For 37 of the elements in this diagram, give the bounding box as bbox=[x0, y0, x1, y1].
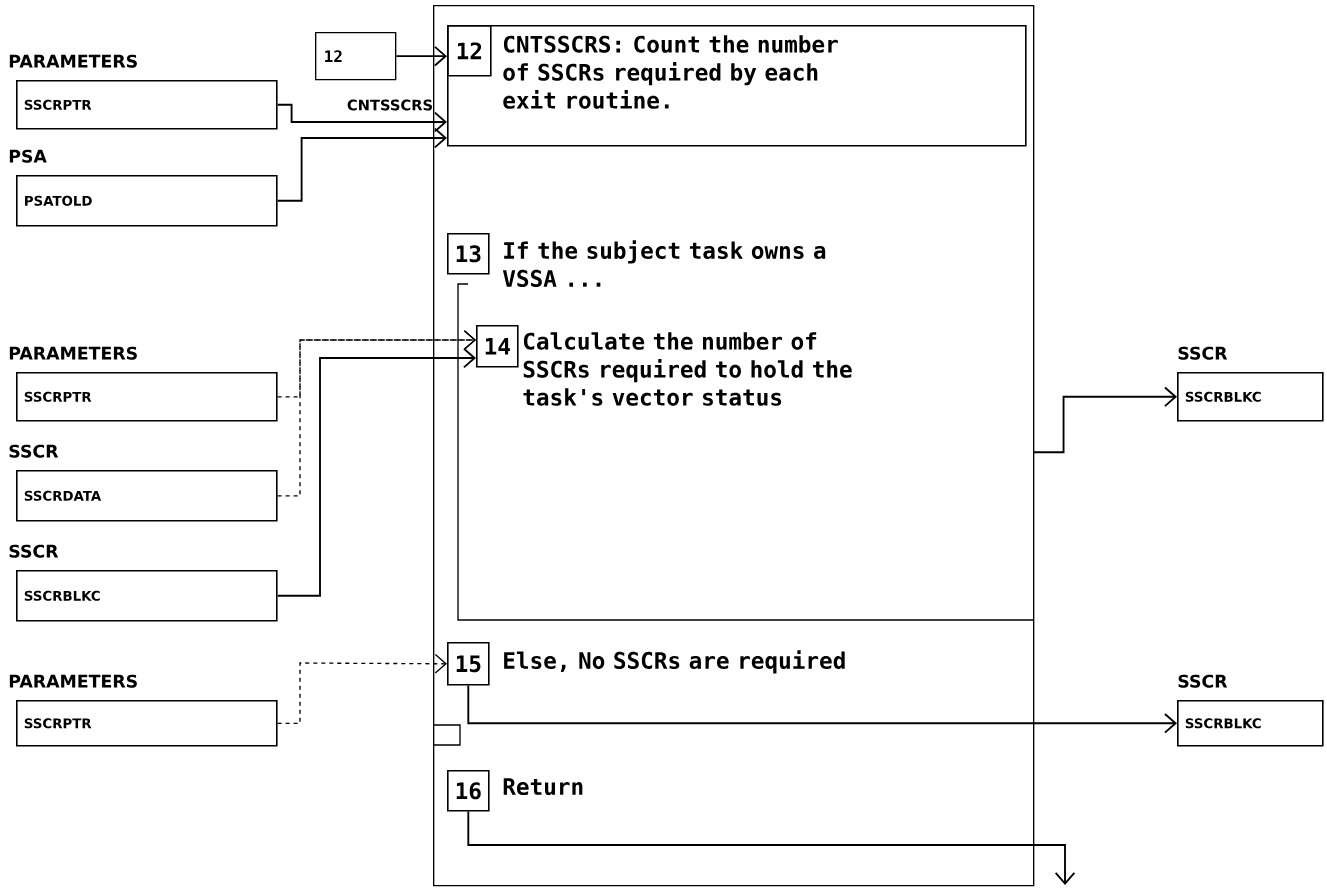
data-box: SSCRDATA bbox=[16, 470, 278, 522]
arrow bbox=[467, 810, 1076, 885]
data-box: SSCRBLKC bbox=[16, 570, 278, 622]
heading: SSCR bbox=[1178, 674, 1228, 688]
data-box: SSCRPTR bbox=[16, 700, 278, 747]
heading: SSCR bbox=[9, 444, 59, 458]
arrow bbox=[276, 127, 447, 202]
step-text: Calculate the number of SSCRs required to hold the task's vector status bbox=[523, 332, 852, 406]
step-number-box: 15 bbox=[447, 642, 490, 686]
data-box: SSCRBLKC bbox=[1177, 700, 1324, 747]
dashed-arrow bbox=[276, 653, 447, 724]
data-box: PSATOLD bbox=[16, 175, 278, 227]
heading: PARAMETERS bbox=[9, 54, 137, 68]
arrow bbox=[276, 347, 476, 597]
data-box: SSCRPTR bbox=[16, 372, 278, 422]
dashed-arrow bbox=[276, 330, 476, 497]
call-box: 12 bbox=[315, 32, 397, 81]
step-text: Else, No SSCRs are required bbox=[504, 650, 845, 674]
step-text: Return bbox=[503, 778, 583, 796]
step-number-box: 13 bbox=[447, 233, 490, 275]
heading: PARAMETERS bbox=[9, 674, 137, 688]
arrow bbox=[1032, 386, 1177, 454]
step-number-box: 14 bbox=[476, 325, 519, 368]
heading: PARAMETERS bbox=[9, 346, 137, 360]
routine-name: CNTSSCRS bbox=[347, 99, 432, 111]
step-number-box: 12 bbox=[447, 25, 492, 77]
process-box bbox=[432, 5, 1035, 887]
step-number-box: 16 bbox=[447, 770, 490, 812]
heading: SSCR bbox=[1178, 346, 1228, 360]
arrow bbox=[467, 684, 1178, 734]
data-box: SSCRPTR bbox=[16, 80, 278, 130]
heading: SSCR bbox=[9, 544, 59, 558]
arrow bbox=[395, 45, 447, 67]
data-box: SSCRBLKC bbox=[1177, 372, 1324, 422]
step-text: If the subject task owns a VSSA ... bbox=[502, 240, 826, 287]
arrow bbox=[276, 103, 447, 133]
heading: PSA bbox=[9, 149, 47, 163]
